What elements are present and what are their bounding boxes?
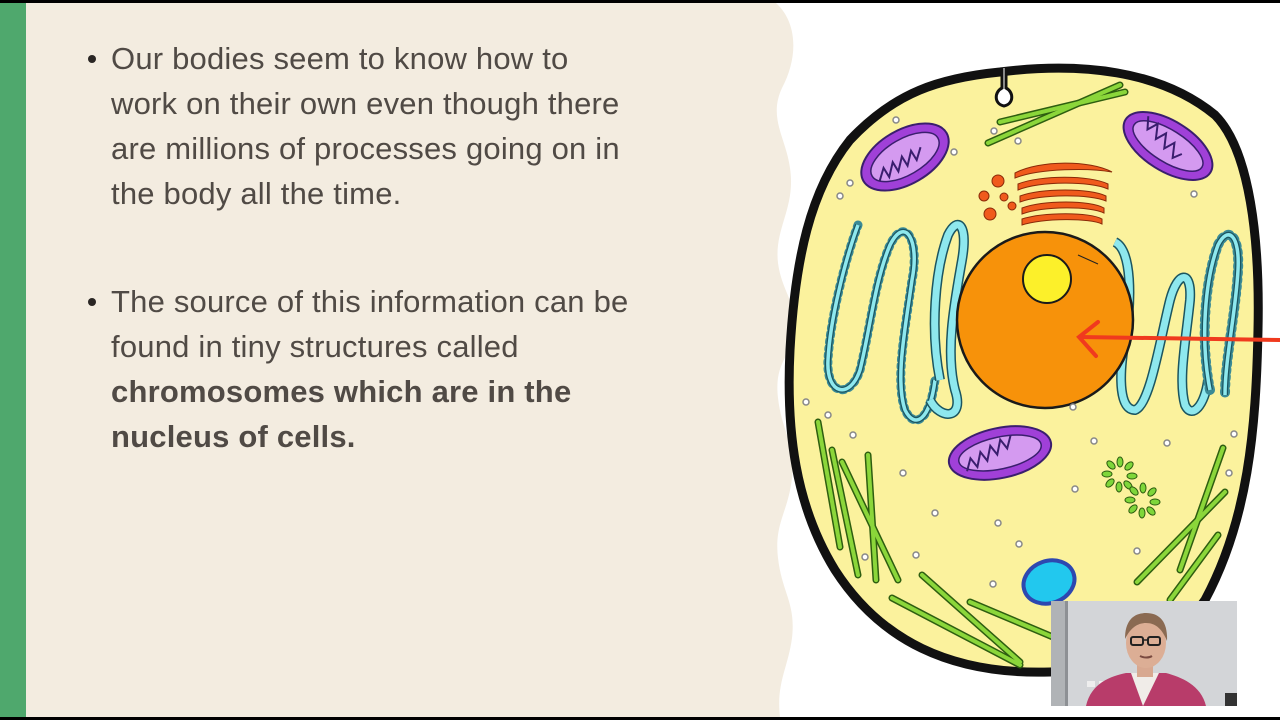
bullet-line: the body all the time.	[111, 176, 402, 211]
ribosome-icon	[802, 116, 1238, 588]
mitochondrion-icon	[860, 122, 950, 192]
bullet-1: Our bodies seem to know how to work on t…	[88, 36, 708, 216]
bullet-line: are millions of processes going on in	[111, 131, 620, 166]
smooth-er-icon	[925, 219, 969, 419]
bullet-line: Our bodies seem to know how to	[111, 41, 569, 76]
bullet-line-emphasis: chromosomes which are in the	[111, 374, 572, 409]
bullet-line-emphasis: nucleus of cells.	[111, 419, 356, 454]
golgi-apparatus-icon	[978, 162, 1113, 226]
rough-er-icon	[823, 220, 940, 425]
mitochondrion-icon	[947, 425, 1053, 481]
accent-bar	[0, 3, 26, 717]
bullet-dot-icon	[88, 55, 96, 63]
bullet-line: The source of this information can be	[111, 284, 629, 319]
bullet-line: work on their own even though there	[111, 86, 620, 121]
centriole-icon	[1101, 456, 1161, 519]
bullet-dot-icon	[88, 298, 96, 306]
slide-body: Our bodies seem to know how to work on t…	[88, 36, 708, 459]
bullet-line: found in tiny structures called	[111, 329, 519, 364]
mitochondrion-icon	[1122, 111, 1214, 181]
text-panel-background	[26, 3, 806, 717]
animal-cell-diagram	[780, 3, 1280, 717]
bullet-2: The source of this information can be fo…	[88, 279, 708, 459]
nucleus-icon	[955, 230, 1135, 410]
slide: Our bodies seem to know how to work on t…	[0, 3, 1280, 717]
presenter-webcam	[1051, 601, 1237, 706]
red-arrow-icon	[1076, 320, 1280, 358]
